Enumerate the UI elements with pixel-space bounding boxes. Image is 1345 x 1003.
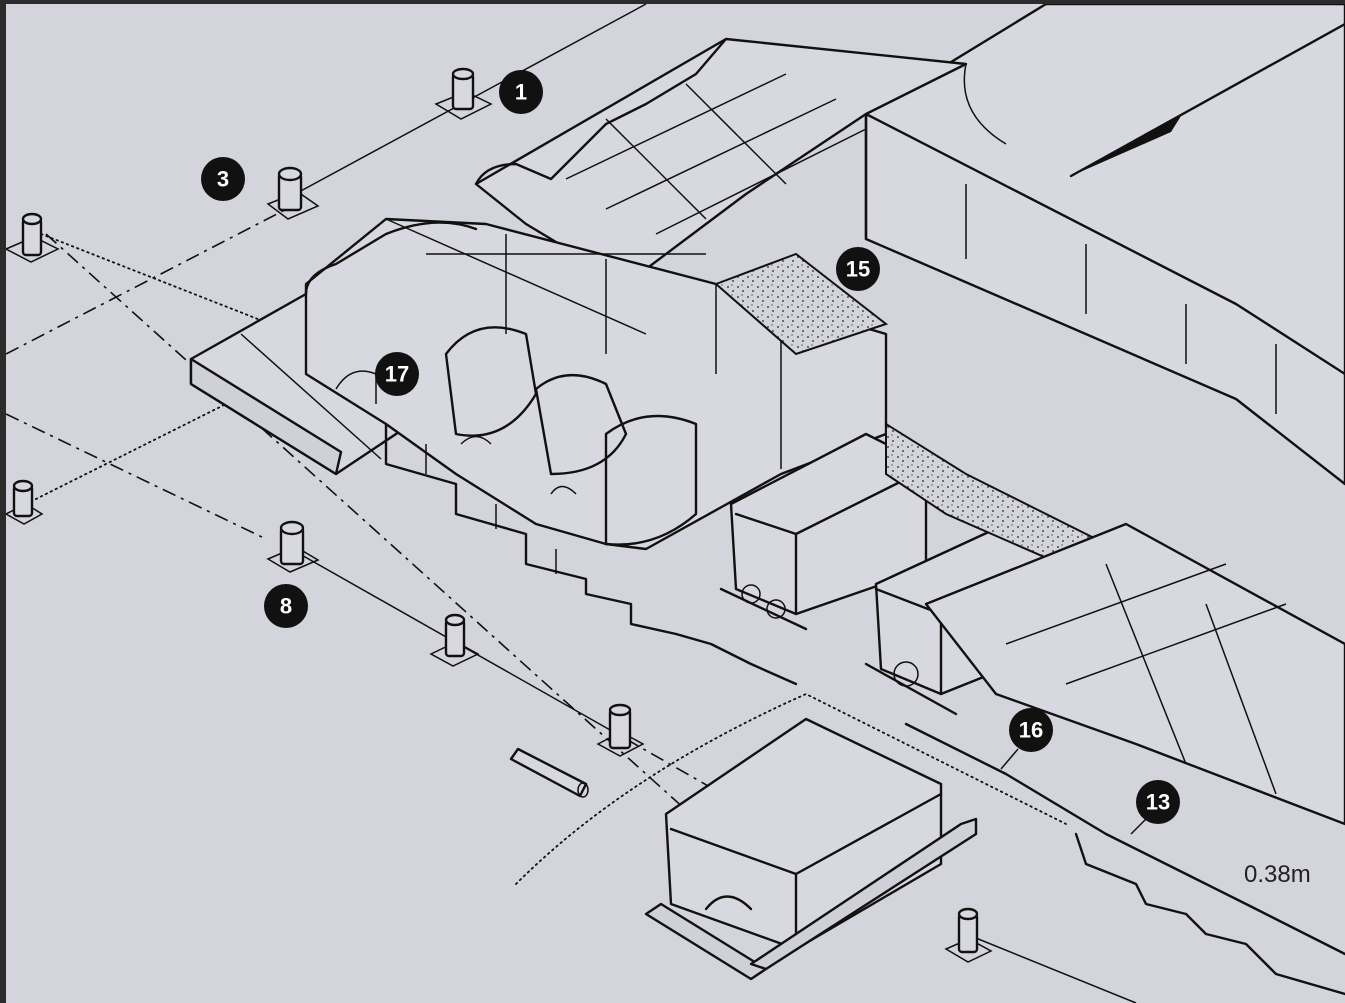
marker-15: 15 xyxy=(836,247,880,291)
marker-label: 17 xyxy=(385,362,409,387)
marker-8: 8 xyxy=(264,584,308,628)
large-structure xyxy=(864,4,1345,486)
marker-17: 17 xyxy=(375,352,419,396)
post xyxy=(944,907,993,963)
platform-slab xyxy=(189,292,428,476)
log xyxy=(509,747,589,798)
marker-16: 16 xyxy=(1000,708,1053,770)
base-stones xyxy=(384,422,798,686)
marker-label: 16 xyxy=(1019,718,1043,743)
marker-3: 3 xyxy=(201,157,245,201)
upper-stone-rows xyxy=(474,37,968,286)
marker-label: 13 xyxy=(1146,790,1170,815)
post xyxy=(6,479,44,525)
foreground-block xyxy=(515,693,1067,981)
post xyxy=(266,520,320,573)
marker-label: 8 xyxy=(280,594,292,619)
marker-1: 1 xyxy=(499,70,543,114)
post xyxy=(429,613,480,667)
marker-label: 1 xyxy=(515,80,527,105)
posts xyxy=(6,67,993,963)
main-block-row xyxy=(304,217,889,551)
marker-label: 3 xyxy=(217,167,229,192)
post xyxy=(266,166,320,220)
marker-label: 15 xyxy=(846,257,870,282)
post xyxy=(596,703,645,757)
isometric-construction-drawing: 1 3 8 13 15 16 17 0.38m xyxy=(6,4,1345,1003)
marker-13: 13 xyxy=(1130,780,1180,835)
paving xyxy=(885,422,1345,996)
diagram-sheet: 1 3 8 13 15 16 17 0.38m xyxy=(6,4,1345,1003)
post xyxy=(434,67,493,120)
measurement-label: 0.38m xyxy=(1244,861,1311,888)
post xyxy=(6,212,60,263)
north-arrow-icon xyxy=(1069,22,1345,178)
